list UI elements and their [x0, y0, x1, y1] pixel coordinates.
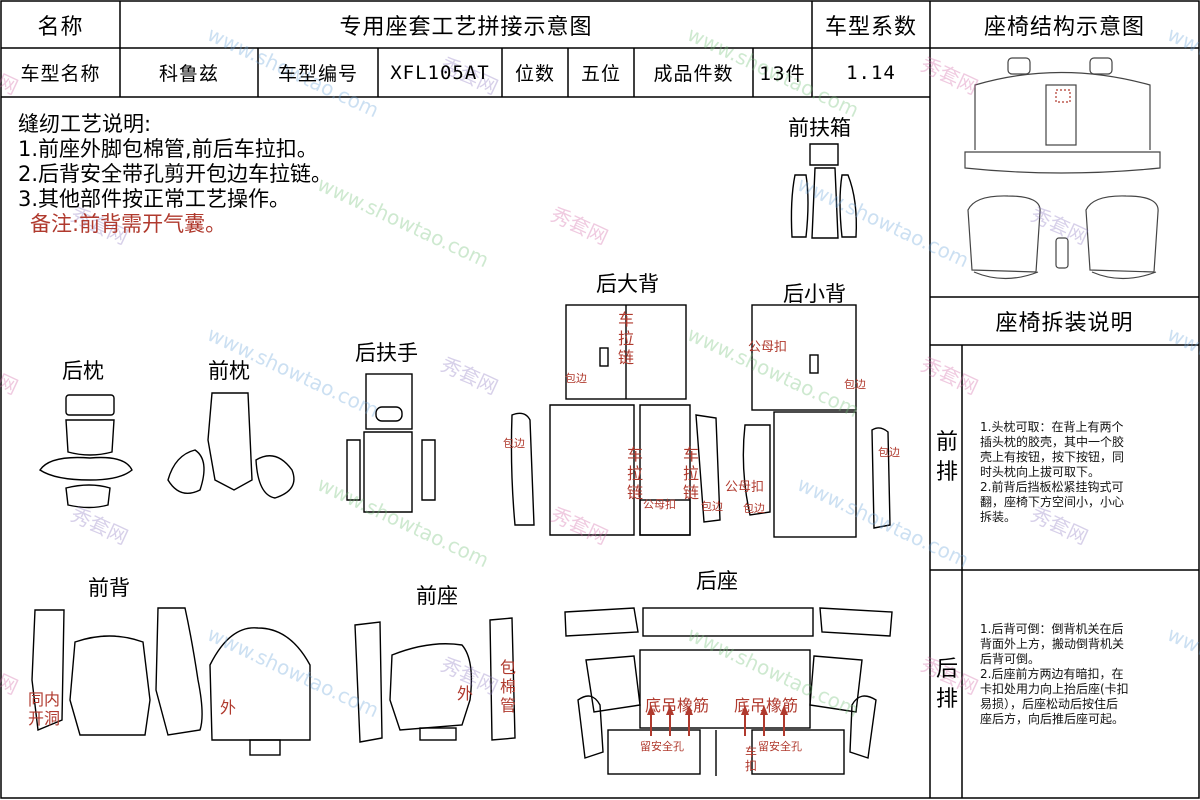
- seats-label: 位数: [514, 63, 555, 85]
- coef-value: 1.14: [846, 61, 896, 84]
- notes-item: 2.后背安全带孔剪开包边车拉链。: [18, 162, 333, 186]
- structure-title: 座椅结构示意图: [983, 14, 1145, 40]
- instruction-line: 座后方，向后推后座可起。: [980, 712, 1125, 726]
- annotation-car-snap: 车扣: [744, 745, 757, 773]
- rear-row-label: 后排: [935, 657, 958, 712]
- annotation-zipper: 车拉链: [682, 445, 699, 502]
- annotation-snap: 公母扣: [748, 340, 788, 355]
- annotation-outer: 外: [220, 698, 237, 717]
- instruction-line: 插头枕的胶壳，其中一个胶: [980, 435, 1125, 449]
- annotation-open-hole: 开洞: [28, 709, 61, 728]
- label-rear-pillow: 后枕: [62, 359, 104, 383]
- model-name: 科鲁兹: [158, 63, 219, 85]
- annotation-seatbelt-hole: 留安全孔: [758, 740, 802, 753]
- annotation-seatbelt-hole: 留安全孔: [640, 740, 684, 753]
- rear-big-back-pieces: [510, 304, 771, 536]
- notes-item: 3.其他部件按正常工艺操作。: [18, 187, 291, 211]
- annotation-zipper: 车拉链: [626, 445, 643, 502]
- annotation-outer: 外: [457, 684, 474, 703]
- instruction-line: 1.头枕可取：在背上有两个: [980, 420, 1124, 434]
- rear-armrest-pieces: [346, 373, 436, 513]
- disassembly-title: 座椅拆装说明: [995, 311, 1134, 336]
- annotation-snap: 公母扣: [725, 480, 765, 495]
- annotation-binding: 包边: [701, 500, 723, 513]
- annotation-snap: 公母扣: [643, 498, 676, 511]
- instruction-line: 拆装。: [980, 510, 1017, 524]
- pieces-label: 成品件数: [653, 63, 734, 85]
- sewing-notes: 缝纫工艺说明: 1.前座外脚包棉管,前后车拉扣。 2.后背安全带孔剪开包边车拉链…: [18, 112, 332, 237]
- annotation-binding: 包边: [844, 378, 866, 391]
- model-code: XFL105AT: [390, 61, 490, 84]
- notes-title: 缝纫工艺说明:: [18, 112, 152, 136]
- coef-label: 车型系数: [824, 14, 917, 40]
- instruction-line: 卡扣处用力向上抬后座(卡扣: [980, 682, 1129, 696]
- annotation-cotton-tube: 包棉管: [499, 658, 516, 715]
- page-title: 专用座套工艺拼接示意图: [339, 14, 593, 40]
- instruction-line: 易损），后座松动后按住后: [980, 697, 1119, 711]
- instruction-line: 2.后座前方两边有暗扣，在: [980, 667, 1124, 681]
- annotation-bottom-band: 底吊橡筋: [734, 696, 799, 715]
- name-label: 名称: [37, 14, 84, 40]
- front-armrest-box-pieces: [790, 143, 858, 239]
- annotation-bottom-band: 底吊橡筋: [645, 696, 710, 715]
- annotation-binding: 包边: [565, 372, 587, 385]
- model-name-label: 车型名称: [20, 63, 101, 85]
- annotation-same-as-inner: 同内: [28, 690, 61, 709]
- rear-pillow-pieces: [39, 394, 133, 509]
- instruction-line: 后背可倒。: [980, 652, 1041, 666]
- front-row-label: 前排: [935, 430, 958, 485]
- band-arrows: [647, 705, 788, 736]
- label-rear-seat: 后座: [696, 569, 738, 593]
- rear-small-back-pieces: [751, 304, 891, 538]
- seat-structure-illustration: [964, 57, 1161, 280]
- label-rear-small-back: 后小背: [783, 282, 846, 306]
- rear-seat-pieces: [564, 607, 893, 776]
- notes-item: 1.前座外脚包棉管,前后车拉扣。: [18, 137, 318, 161]
- instruction-line: 背面外上方，搬动倒背机关: [980, 637, 1125, 651]
- instruction-line: 时头枕向上拔可取下。: [980, 465, 1101, 479]
- label-rear-big-back: 后大背: [596, 272, 659, 296]
- rear-row-instructions: 1.后背可倒：倒背机关在后 背面外上方，搬动倒背机关 后背可倒。 2.后座前方两…: [980, 622, 1129, 727]
- annotation-zipper: 车拉链: [617, 310, 634, 367]
- model-code-label: 车型编号: [277, 63, 358, 85]
- annotation-binding: 包边: [503, 437, 525, 450]
- seats-value: 五位: [580, 63, 621, 85]
- front-seat-pieces: [354, 617, 516, 743]
- front-back-pieces: [31, 607, 311, 756]
- notes-remark: 备注:前背需开气囊。: [30, 212, 227, 236]
- label-front-pillow: 前枕: [208, 359, 250, 383]
- pieces-value: 13件: [759, 63, 806, 85]
- label-front-armrest-box: 前扶箱: [788, 116, 851, 140]
- label-front-back: 前背: [88, 576, 130, 600]
- label-front-seat: 前座: [416, 584, 458, 608]
- label-rear-armrest: 后扶手: [355, 341, 418, 365]
- instruction-line: 1.后背可倒：倒背机关在后: [980, 622, 1124, 636]
- instruction-line: 2.前背后挡板松紧挂钩式可: [980, 480, 1124, 494]
- instruction-line: 壳上有按钮，按下按钮，同: [980, 450, 1125, 464]
- front-row-instructions: 1.头枕可取：在背上有两个 插头枕的胶壳，其中一个胶 壳上有按钮，按下按钮，同 …: [980, 420, 1124, 525]
- front-pillow-pieces: [167, 392, 295, 499]
- annotation-binding: 包边: [878, 446, 900, 459]
- annotation-binding: 包边: [743, 502, 765, 515]
- instruction-line: 翻，座椅下方空间小，小心: [980, 495, 1125, 509]
